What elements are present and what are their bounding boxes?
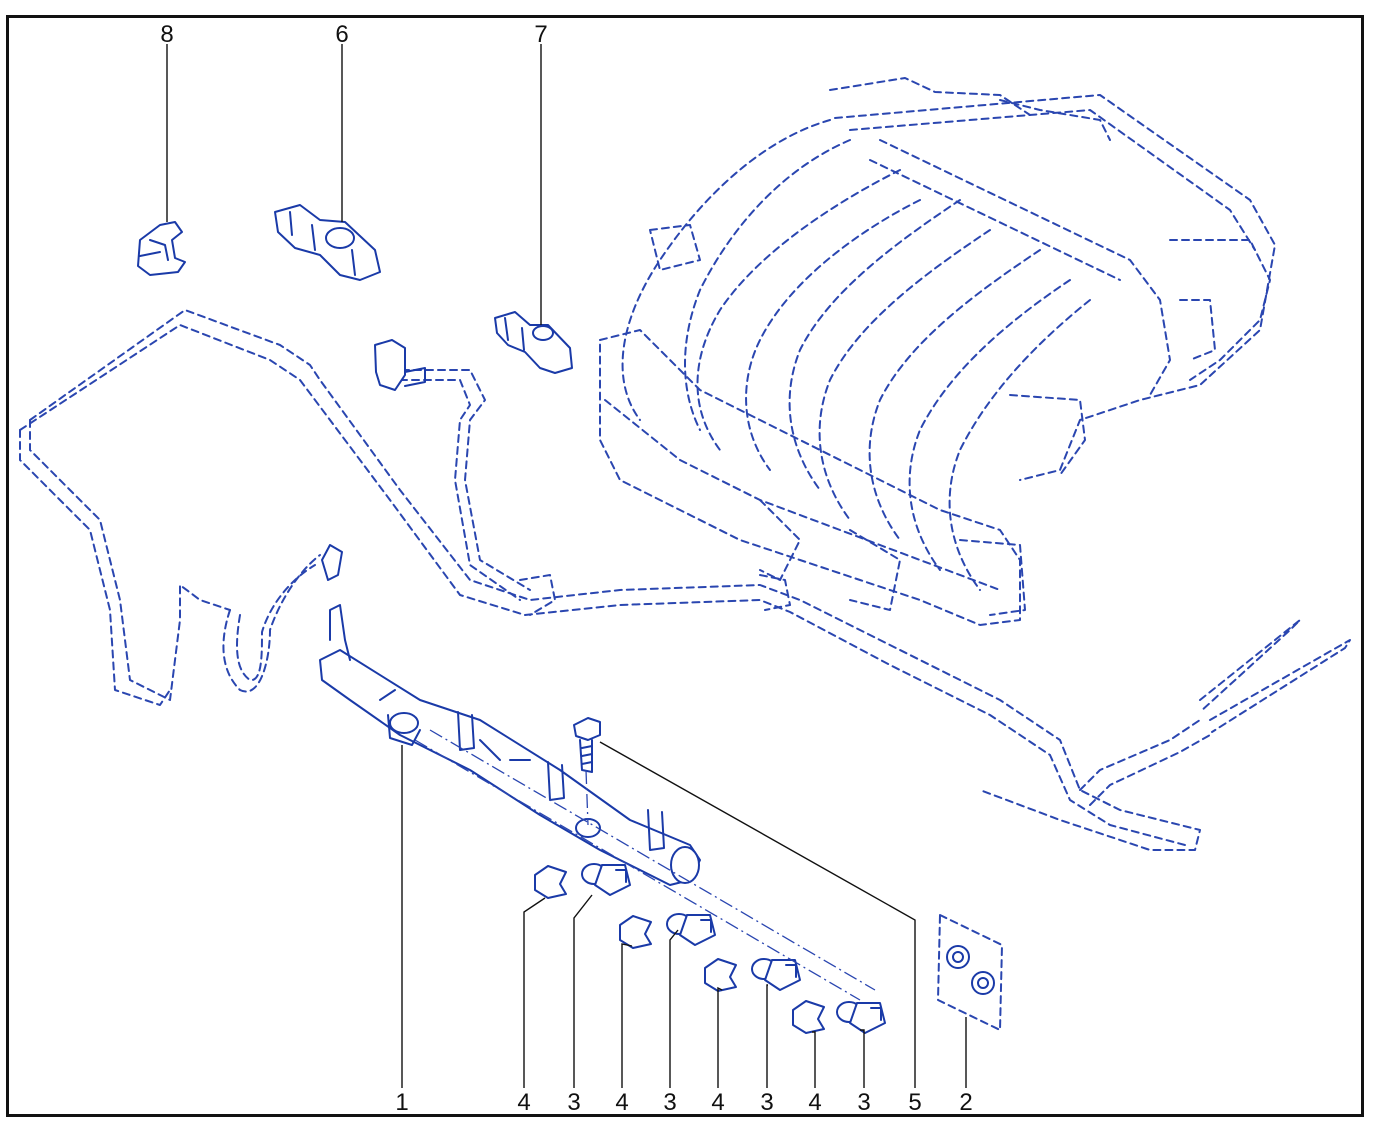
callout-7: 7 [534, 21, 547, 48]
callout-6: 6 [335, 21, 348, 48]
part-8-clip [137, 221, 186, 276]
part-2-orings [937, 914, 1003, 1031]
callout-3a: 3 [567, 1089, 580, 1116]
callout-2: 2 [959, 1089, 972, 1116]
intake-manifold-phantom [599, 77, 1276, 626]
callout-3b: 3 [663, 1089, 676, 1116]
part-3-injectors [581, 863, 886, 1034]
part-1-fuel-rail [319, 544, 701, 886]
callout-4d: 4 [808, 1089, 821, 1116]
fuel-lines-phantom [19, 309, 1351, 851]
hose-connector [374, 339, 426, 391]
part-7-bracket [494, 311, 573, 374]
callout-3c: 3 [760, 1089, 773, 1116]
callout-8: 8 [160, 21, 173, 48]
part-6-bracket [274, 204, 381, 281]
part-5-bolt [573, 717, 601, 773]
callout-3d: 3 [857, 1089, 870, 1116]
leader-lines [166, 44, 967, 1088]
callout-4a: 4 [517, 1089, 530, 1116]
callout-labels: 8 6 7 1 4 3 4 3 4 3 4 3 5 2 [160, 21, 972, 1116]
callout-4c: 4 [711, 1089, 724, 1116]
callout-1: 1 [395, 1089, 408, 1116]
callout-4b: 4 [615, 1089, 628, 1116]
part-4-clips [534, 865, 825, 1034]
callout-5: 5 [908, 1089, 921, 1116]
assembly-axes [414, 729, 876, 1001]
